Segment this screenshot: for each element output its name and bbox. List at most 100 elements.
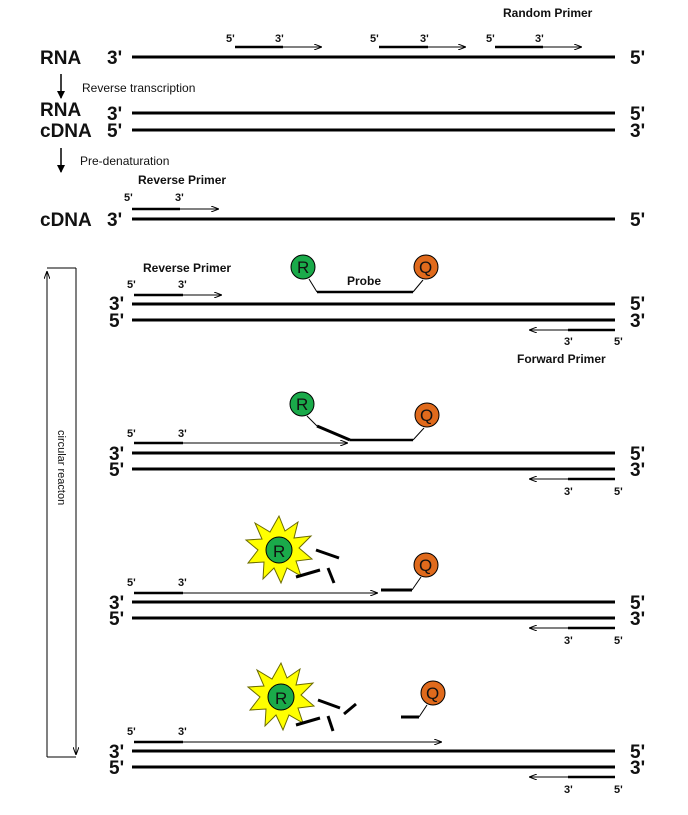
probe-link-left [308, 278, 318, 293]
primer-5-label: 5' [127, 577, 136, 589]
primer-3-label: 3' [420, 33, 429, 45]
primer-5-label: 5' [124, 192, 133, 204]
quencher-circle [414, 402, 440, 428]
reporter-label: R [296, 395, 308, 414]
probe-link-right [411, 576, 422, 591]
probe: Probe R Q [290, 254, 439, 294]
cdna-end-5: 5' [630, 210, 645, 231]
primer-3-label: 3' [564, 635, 573, 647]
rna-label: RNA [40, 100, 81, 121]
strand-bottom-end-3: 3' [630, 758, 645, 779]
section-rna: Random Primer RNA 3' 5' 5' 3' 5' 3' 5' 3… [40, 6, 645, 69]
primer-3-label: 3' [275, 33, 284, 45]
rna-end-5: 5' [630, 48, 645, 69]
forward-primer-label: Forward Primer [517, 352, 606, 366]
circular-reaction-bracket: circular reacton [47, 267, 76, 758]
circular-reaction-label: circular reacton [55, 430, 67, 505]
strand-top-end-5: 5' [630, 593, 645, 614]
strand-bottom-end-3: 3' [630, 609, 645, 630]
hybrid-cdna-end-3: 3' [630, 121, 645, 142]
strand-bottom-end-5: 5' [109, 460, 124, 481]
strand-top-end-3: 3' [109, 444, 124, 465]
probe: R Q [289, 391, 440, 442]
reporter-label: R [297, 258, 309, 277]
reverse-transcription-label: Reverse transcription [82, 81, 195, 95]
step-reverse-transcription: Reverse transcription [57, 74, 195, 99]
probe-label: Probe [347, 274, 381, 288]
cdna-end-3: 3' [107, 210, 122, 231]
primer-5-label: 5' [486, 33, 495, 45]
panel-extension: 5' 3' R Q 3' 5' 5' 3' 3' 5' [109, 391, 645, 498]
primer-3-label: 3' [564, 784, 573, 796]
strand-top-end-3: 3' [109, 294, 124, 315]
primer-3-label: 3' [564, 486, 573, 498]
step-pre-denaturation: Pre-denaturation [57, 148, 169, 173]
hybrid-rna-end-3: 3' [107, 104, 122, 125]
primer-5-label: 5' [127, 428, 136, 440]
primer-3-label: 3' [178, 726, 187, 738]
quencher-circle [413, 552, 439, 578]
quencher-circle [420, 680, 446, 706]
strand-bottom-end-3: 3' [630, 460, 645, 481]
reporter-label: R [275, 689, 287, 708]
strand-top-end-3: 3' [109, 593, 124, 614]
probe-link-right [412, 279, 424, 293]
primer-5-label: 5' [226, 33, 235, 45]
probe-link-right [418, 704, 428, 718]
strand-top-end-5: 5' [630, 294, 645, 315]
strand-top-end-3: 3' [109, 742, 124, 763]
random-primer-1: 5' 3' [226, 33, 321, 47]
probe-fragment [317, 698, 341, 710]
primer-5-label: 5' [614, 635, 623, 647]
hybrid-cdna-end-5: 5' [107, 121, 122, 142]
strand-bottom-end-5: 5' [109, 758, 124, 779]
quencher-label: Q [426, 684, 439, 703]
reporter-label: R [273, 542, 285, 561]
primer-3-label: 3' [535, 33, 544, 45]
primer-5-label: 5' [614, 336, 623, 348]
reporter-circle [290, 254, 316, 280]
probe-fragment [343, 702, 357, 716]
hybrid-rna-end-5: 5' [630, 104, 645, 125]
primer-5-label: 5' [370, 33, 379, 45]
strand-top-end-5: 5' [630, 742, 645, 763]
section-cdna: Reverse Primer 5' 3' cDNA 3' 5' [40, 173, 645, 231]
probe-displaced-end [316, 424, 351, 442]
probe-fragments [295, 698, 419, 732]
primer-5-label: 5' [614, 486, 623, 498]
primer-3-label: 3' [178, 577, 187, 589]
primer-3-label: 3' [564, 336, 573, 348]
primer-5-label: 5' [127, 726, 136, 738]
quencher-label: Q [419, 556, 432, 575]
panel-complete: R Q 5' 3' 3' 5' 5' 3' 3' 5' [109, 662, 645, 796]
probe-fragment [295, 568, 321, 579]
probe-fragment [295, 716, 321, 727]
random-primer-3: 5' 3' [486, 33, 581, 47]
reverse-primer-label: Reverse Primer [143, 261, 231, 275]
reporter-circle [265, 536, 293, 564]
primer-3-label: 3' [178, 428, 187, 440]
primer-3-label: 3' [175, 192, 184, 204]
rna-label: RNA [40, 48, 81, 69]
strand-top-end-5: 5' [630, 444, 645, 465]
quencher-circle [413, 254, 439, 280]
reverse-primer-label: Reverse Primer [138, 173, 226, 187]
probe-fragment [326, 567, 336, 584]
strand-bottom-end-5: 5' [109, 609, 124, 630]
primer-5-label: 5' [614, 784, 623, 796]
section-hybrid: RNA 3' 5' cDNA 5' 3' [40, 100, 645, 142]
reporter-circle [289, 391, 315, 417]
primer-5-label: 5' [127, 279, 136, 291]
cdna-label: cDNA [40, 210, 92, 231]
panel-cleavage: R Q 5' 3' 3' 5' 5' 3' 3' 5' [109, 515, 645, 647]
strand-bottom-end-3: 3' [630, 311, 645, 332]
probe-link-left [306, 415, 318, 427]
quencher-label: Q [419, 258, 432, 277]
strand-bottom-end-5: 5' [109, 311, 124, 332]
random-primer-label: Random Primer [503, 6, 593, 20]
probe-fragment [326, 715, 335, 732]
quencher-label: Q [420, 406, 433, 425]
probe-fragments [295, 548, 340, 584]
cdna-label: cDNA [40, 121, 92, 142]
